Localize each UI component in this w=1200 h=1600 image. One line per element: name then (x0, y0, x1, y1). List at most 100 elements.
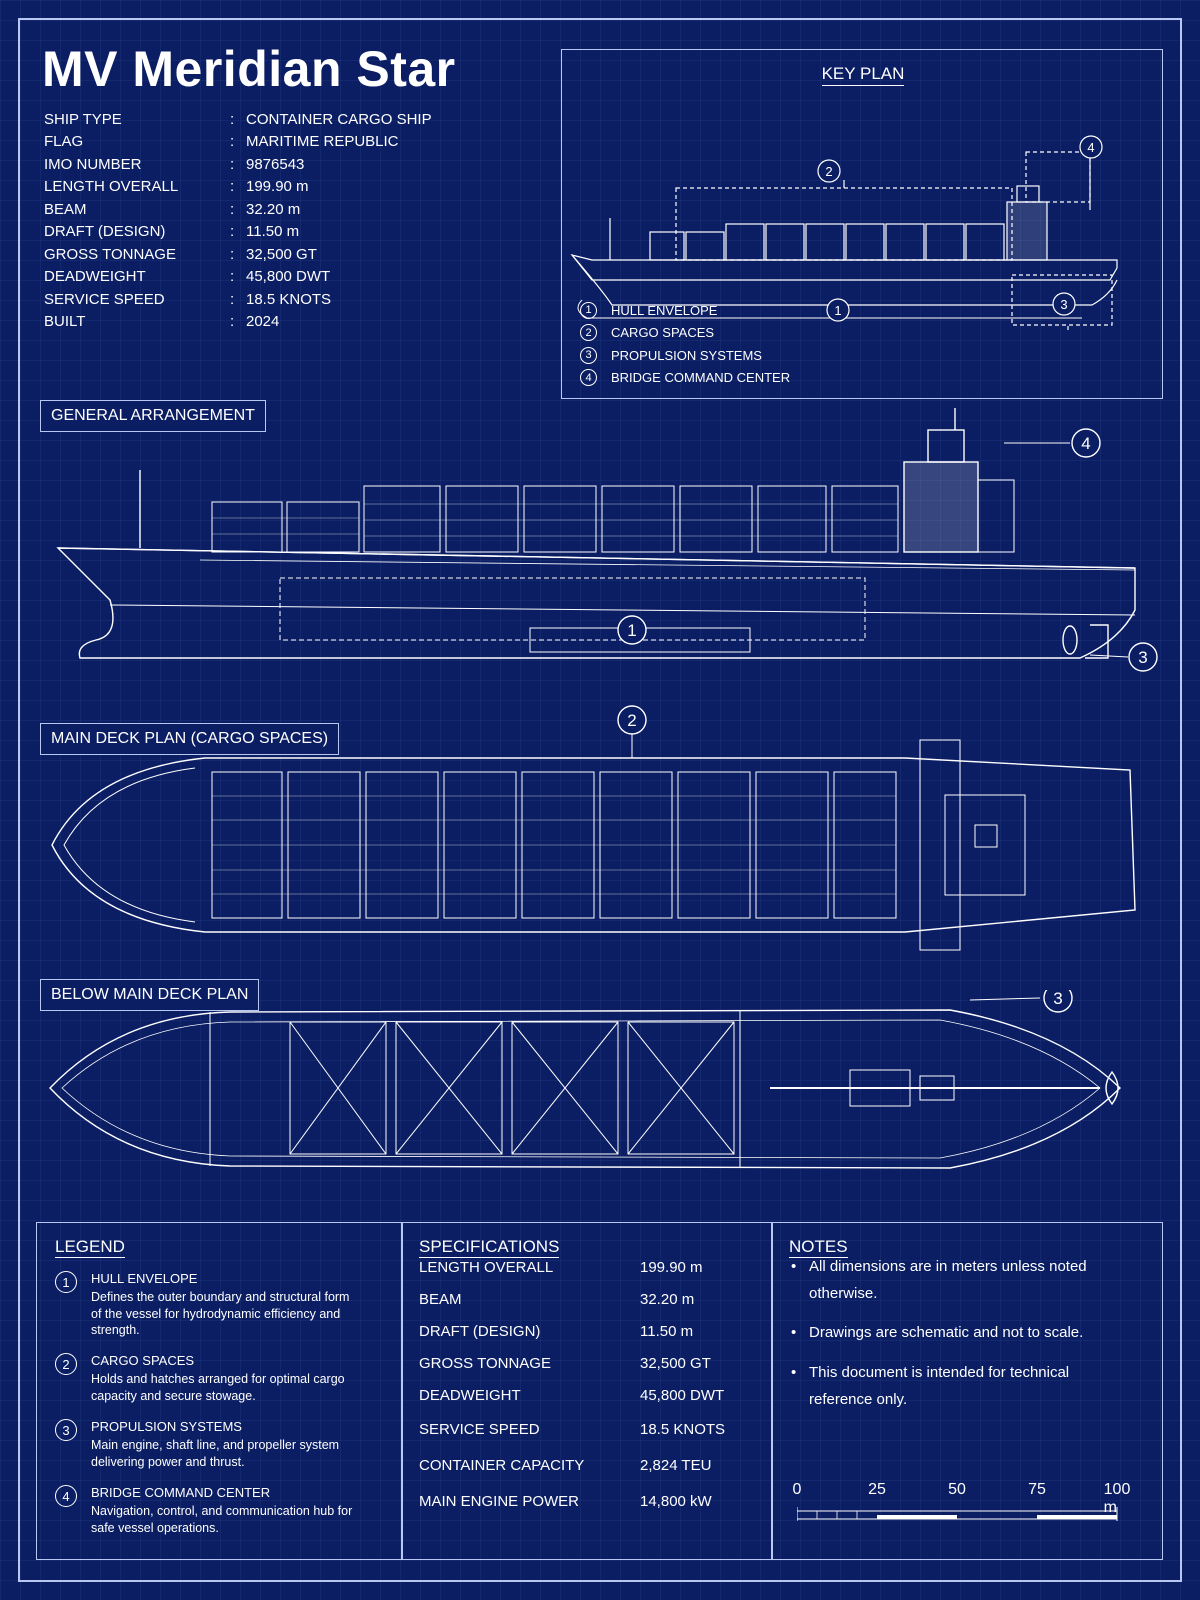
particular-row: SHIP TYPE:CONTAINER CARGO SHIP (44, 108, 506, 131)
particular-value: 45,800 DWT (246, 268, 331, 286)
key-plan-ship-drawing: 1 2 4 (570, 135, 1118, 330)
page-title: MV Meridian Star (42, 41, 456, 97)
below-deck-gearbox (919, 1075, 955, 1101)
separator: : (230, 110, 235, 128)
particular-label: BEAM (44, 200, 87, 218)
deck-funnel-casing (974, 824, 998, 848)
ship-particulars: SHIP TYPE:CONTAINER CARGO SHIP FLAG:MARI… (44, 108, 506, 333)
legend-label: HULL ENVELOPE (611, 302, 718, 318)
ga-callout-4: 4 (1081, 434, 1090, 453)
scale-tick-label: 0 (792, 1481, 802, 1498)
note-item: Drawings are schematic and not to scale. (791, 1319, 1131, 1346)
legend-number: 3 (580, 346, 597, 364)
particular-row: SERVICE SPEED:18.5 KNOTS (44, 288, 506, 311)
legend-item-desc: Defines the outer boundary and structura… (91, 1290, 350, 1337)
spec-value: 199.90 m (640, 1259, 703, 1276)
ga-funnel (977, 479, 1015, 553)
spec-value: 32,500 GT (640, 1355, 711, 1372)
particular-value: 11.50 m (246, 223, 300, 241)
particular-row: DEADWEIGHT:45,800 DWT (44, 266, 506, 289)
legend-number: 2 (580, 324, 597, 342)
note-item: This document is intended for technical … (791, 1359, 1131, 1413)
scale-tick-label: 75 (1028, 1481, 1046, 1498)
spec-value: 45,800 DWT (640, 1387, 725, 1404)
particular-label: SHIP TYPE (44, 110, 122, 128)
legend-title: LEGEND (55, 1237, 125, 1258)
callout-3: 3 (1060, 297, 1067, 312)
scale-bar: 0 25 50 75 100 m (793, 1481, 1137, 1541)
ga-rail (199, 559, 1136, 571)
legend-number: 4 (580, 369, 597, 387)
spec-row: SERVICE SPEED 18.5 KNOTS (419, 1421, 759, 1438)
particular-label: DEADWEIGHT (44, 268, 146, 286)
spec-label: MAIN ENGINE POWER (419, 1493, 580, 1510)
particular-row: IMO NUMBER:9876543 (44, 153, 506, 176)
separator: : (230, 155, 235, 173)
below-deck-drawing: 3 (49, 990, 1121, 1169)
below-deck-hull (49, 1009, 1121, 1169)
separator: : (230, 268, 235, 286)
general-arrangement-drawing: 1 4 3 2 (51, 408, 1158, 951)
below-deck-propeller (1105, 1070, 1119, 1106)
key-plan-propulsion-zone (1011, 274, 1113, 326)
callout-4: 4 (1087, 140, 1094, 155)
particular-value: 9876543 (246, 155, 305, 173)
deck-accommodation (944, 794, 1026, 896)
scale-bar-graphic (797, 1507, 1118, 1521)
spec-label: LENGTH OVERALL (419, 1259, 554, 1276)
key-plan-hull-bottom (571, 254, 1118, 306)
legend-item-title: HULL ENVELOPE (91, 1271, 198, 1286)
callout-circle (617, 705, 647, 735)
legend-number: 2 (55, 1353, 77, 1375)
spec-label: GROSS TONNAGE (419, 1355, 551, 1372)
separator: : (230, 178, 235, 196)
spec-label: SERVICE SPEED (419, 1421, 540, 1438)
separator: : (230, 133, 235, 151)
ga-containers (211, 485, 899, 553)
legend-column: LEGEND 1 HULL ENVELOPE Defines the outer… (37, 1223, 401, 1559)
scale-tick-label: 100 m (1103, 1481, 1131, 1516)
legend-number: 1 (580, 301, 597, 319)
deck-bridge-wings (919, 739, 961, 951)
callout-circle (1128, 642, 1158, 672)
spec-value: 18.5 KNOTS (640, 1421, 726, 1438)
leader-line (969, 997, 1041, 1001)
ga-deck-line (57, 547, 1136, 569)
deck-plan-outline (51, 757, 1136, 933)
particular-value: 32.20 m (246, 200, 301, 218)
specifications-title: SPECIFICATIONS (419, 1237, 560, 1258)
callout-circle (617, 615, 647, 645)
particular-label: IMO NUMBER (44, 155, 142, 173)
ga-callout-3: 3 (1138, 648, 1147, 667)
callout-3-marker: 3 (1052, 292, 1076, 316)
column-divider (771, 1223, 773, 1559)
key-plan-wheelhouse (1016, 185, 1040, 203)
deck-callout-2: 2 (627, 711, 636, 730)
ga-hold-outline (279, 577, 866, 641)
particular-label: DRAFT (DESIGN) (44, 223, 166, 241)
particular-value: 2024 (246, 313, 280, 331)
leader-line (1089, 654, 1129, 658)
legend-item-title: BRIDGE COMMAND CENTER (91, 1485, 271, 1500)
callout-1: 1 (834, 303, 841, 318)
ga-hull (56, 547, 1136, 659)
key-plan-containers (649, 223, 1005, 261)
separator: : (230, 223, 235, 241)
particular-label: GROSS TONNAGE (44, 245, 176, 263)
particular-row: BUILT:2024 (44, 311, 506, 334)
legend-item-title: CARGO SPACES (91, 1353, 195, 1368)
notes-column: NOTES All dimensions are in meters unles… (771, 1223, 1164, 1559)
spec-label: DRAFT (DESIGN) (419, 1323, 541, 1340)
below-deck-holds (289, 1021, 735, 1155)
particular-value: 199.90 m (246, 178, 309, 196)
legend-item-title: PROPULSION SYSTEMS (91, 1419, 242, 1434)
key-plan-bridge (1006, 201, 1048, 261)
key-plan-bridge-zone (1025, 151, 1091, 203)
key-plan-legend-item: 1 HULL ENVELOPE (580, 299, 790, 322)
particular-value: 32,500 GT (246, 245, 317, 263)
callout-circle (1071, 428, 1101, 458)
